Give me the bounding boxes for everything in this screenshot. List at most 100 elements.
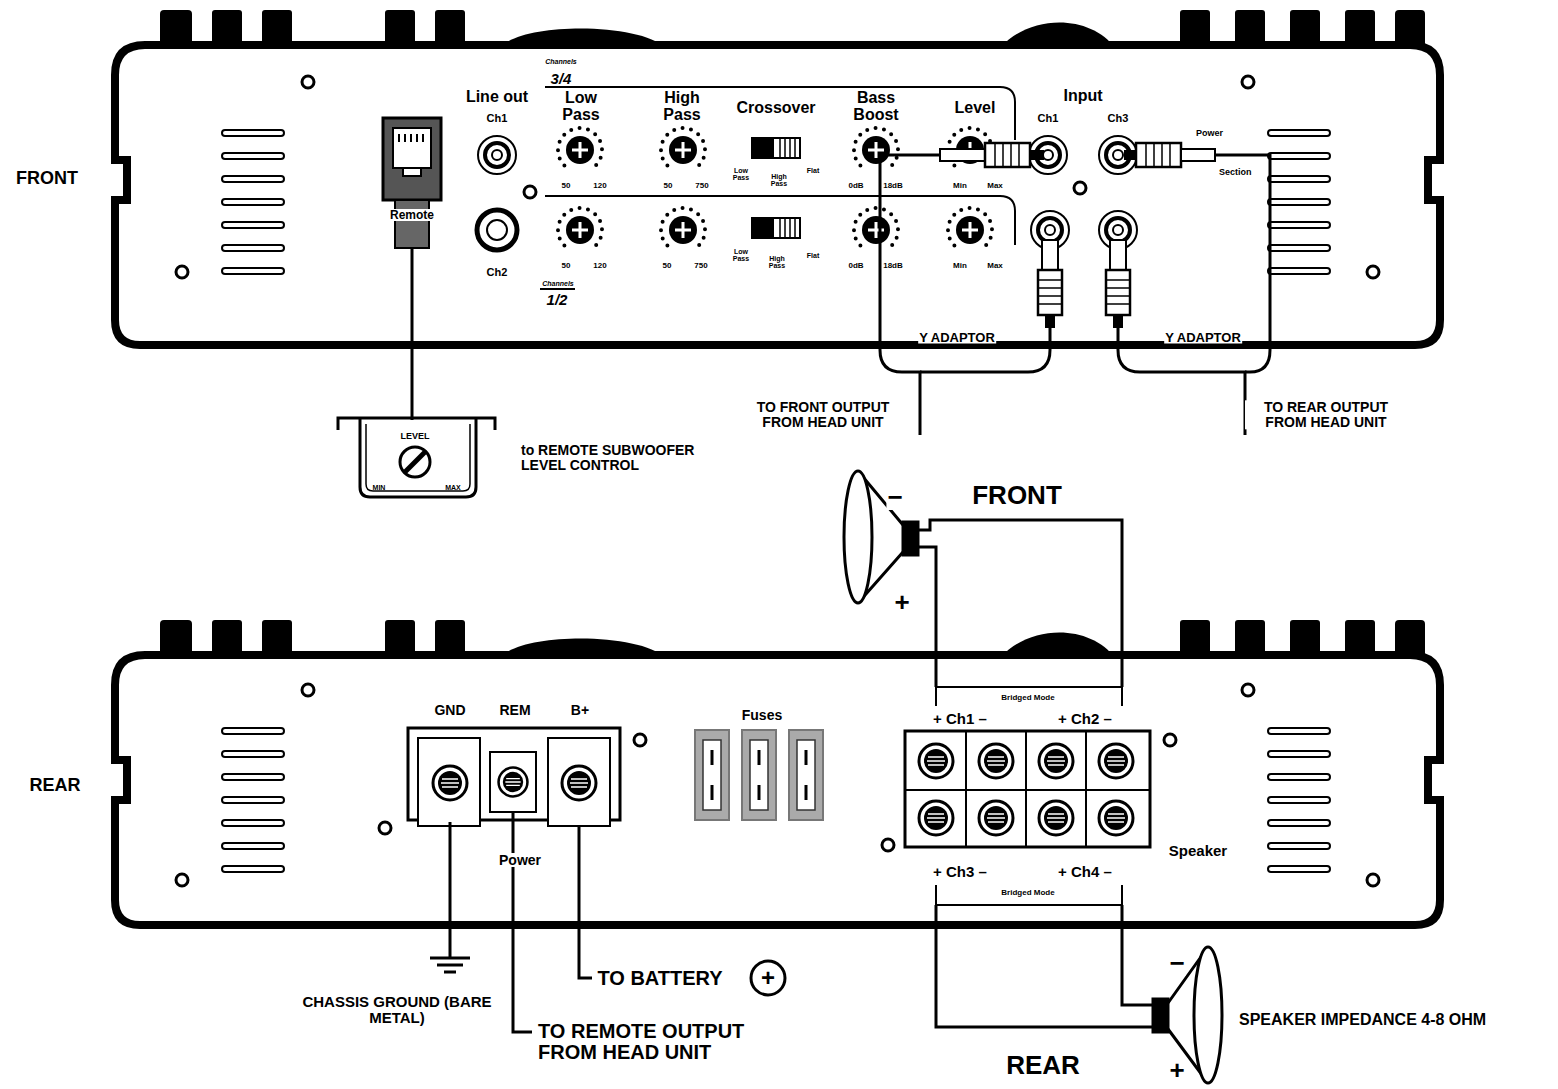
- speaker-terminal-block: [905, 731, 1150, 847]
- panel-label: FRONT: [971, 482, 1063, 508]
- panel-label: Crossover: [735, 100, 816, 116]
- panel-label: 0dB: [847, 262, 864, 270]
- panel-label: TO BATTERY: [596, 968, 723, 988]
- panel-label: Y ADAPTOR: [918, 331, 996, 344]
- panel-label: 120: [592, 182, 607, 190]
- panel-label: Ch1: [486, 113, 509, 124]
- panel-label: Bridged Mode: [1000, 889, 1055, 897]
- panel-label: Low Pass: [554, 90, 608, 124]
- y-adaptor-wires: [880, 155, 1270, 435]
- panel-label: Power: [1195, 129, 1224, 138]
- panel-label: Bass Boost: [849, 90, 903, 124]
- panel-label: SPEAKER IMPEDANCE 4-8 OHM: [1238, 1012, 1487, 1028]
- panel-label: + Ch2 –: [1057, 711, 1113, 726]
- panel-label: Speaker: [1168, 843, 1228, 858]
- node-heading: FRONT: [15, 169, 79, 187]
- power-terminal-block: [408, 728, 620, 826]
- panel-label: +: [893, 589, 910, 615]
- vent-slots: [222, 130, 284, 274]
- panel-label: 120: [592, 262, 607, 270]
- control-knobs: [558, 128, 992, 246]
- panel-label: Min: [952, 182, 968, 190]
- front-panel-housing: [115, 45, 1440, 345]
- vent-slots: [1268, 728, 1330, 872]
- panel-label: GND: [433, 703, 466, 717]
- rear-speaker: [1153, 947, 1222, 1083]
- panel-label: −: [1168, 950, 1185, 976]
- panel-label: Flat: [806, 167, 820, 174]
- panel-label: Flat: [806, 252, 820, 259]
- panel-label: TO REMOTE OUTPUT FROM HEAD UNIT: [537, 1021, 799, 1063]
- panel-label: Channels: [541, 280, 575, 287]
- node-text: MAX: [444, 484, 462, 491]
- remote-jack: [383, 118, 441, 345]
- panel-label: TO REAR OUTPUT FROM HEAD UNIT: [1245, 400, 1407, 429]
- panel-label: + Ch3 –: [932, 864, 988, 879]
- panel-label: Max: [986, 262, 1004, 270]
- node-text: MIN: [372, 484, 387, 491]
- panel-label: −: [886, 484, 903, 510]
- speaker-wires: [918, 520, 1153, 1027]
- crossover-switches: [752, 138, 800, 238]
- fuses: [695, 730, 823, 820]
- vent-slots: [222, 728, 284, 872]
- panel-label: REAR: [1005, 1052, 1081, 1078]
- panel-label: High Pass: [765, 255, 789, 270]
- panel-label: TO FRONT OUTPUT FROM HEAD UNIT: [737, 400, 909, 429]
- panel-label: Input: [1062, 88, 1103, 104]
- panel-label: 3/4: [550, 71, 573, 86]
- panel-label: 750: [693, 262, 708, 270]
- remote-cable: [411, 345, 414, 420]
- panel-label: Ch2: [486, 267, 509, 278]
- panel-label: Y ADAPTOR: [1164, 331, 1242, 344]
- panel-label: Line out: [465, 89, 529, 105]
- panel-label: 50: [662, 262, 673, 270]
- channel-group-lines: [540, 87, 1015, 289]
- amplifier-front-panel: FRONT: [115, 45, 1440, 345]
- vent-slots: [1268, 130, 1330, 274]
- panel-label: Channels: [544, 58, 578, 65]
- panel-label: High Pass: [767, 173, 791, 188]
- panel-label: Max: [986, 182, 1004, 190]
- panel-label: CHASSIS GROUND (BARE METAL): [286, 994, 508, 1026]
- panel-label: 1/2: [546, 292, 569, 307]
- panel-label: Low Pass: [729, 167, 753, 182]
- panel-label: 18dB: [882, 262, 904, 270]
- panel-label: B+: [570, 703, 590, 717]
- panel-label: 0dB: [847, 182, 864, 190]
- front-speaker: [844, 471, 918, 603]
- panel-label: REM: [498, 703, 531, 717]
- panel-label: + Ch4 –: [1057, 864, 1113, 879]
- panel-label: Section: [1218, 168, 1253, 177]
- panel-label: Fuses: [741, 708, 783, 722]
- remote-level-control: LEVEL MIN MAX: [360, 420, 476, 496]
- panel-label: 50: [561, 262, 572, 270]
- panel-label: Bridged Mode: [1000, 694, 1055, 702]
- panel-label: Remote: [389, 209, 435, 221]
- panel-label: 750: [694, 182, 709, 190]
- screw-holes: [176, 684, 1379, 886]
- panel-label: Low Pass: [729, 248, 753, 263]
- remote-level-control-housing: [338, 418, 495, 497]
- panel-label: Min: [952, 262, 968, 270]
- panel-label: + Ch1 –: [932, 711, 988, 726]
- panel-label: High Pass: [655, 90, 709, 124]
- rca-plugs: [940, 143, 1215, 328]
- rear-panel-housing: [115, 655, 1440, 925]
- panel-label: Ch3: [1107, 113, 1130, 124]
- panel-label: 18dB: [882, 182, 904, 190]
- panel-label: +: [760, 966, 776, 990]
- panel-label: Level: [954, 100, 997, 116]
- node-heading: LEVEL: [399, 432, 430, 441]
- panel-label: Power: [498, 853, 542, 867]
- screw-holes: [176, 76, 1379, 278]
- node-heading: REAR: [28, 776, 81, 794]
- amplifier-rear-panel: REAR: [115, 655, 1440, 925]
- panel-label: +: [1168, 1057, 1185, 1083]
- panel-label: Ch1: [1037, 113, 1060, 124]
- panel-label: to REMOTE SUBWOOFER LEVEL CONTROL: [520, 443, 722, 472]
- panel-label: 50: [561, 182, 572, 190]
